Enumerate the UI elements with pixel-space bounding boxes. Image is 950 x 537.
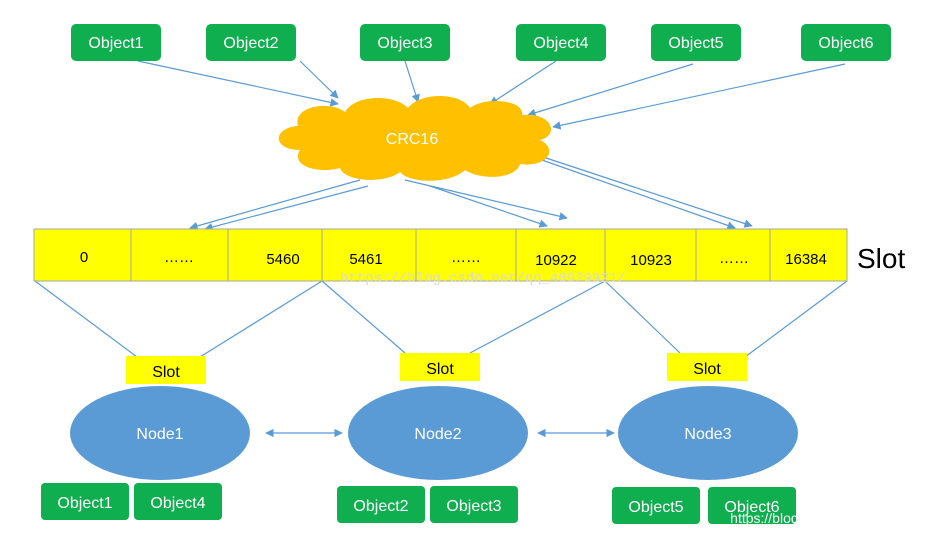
slot-cell-7: …… bbox=[719, 250, 749, 267]
arrow-crc16-slot-f bbox=[541, 159, 736, 230]
node-2-label: Node2 bbox=[414, 426, 461, 443]
node-1-object-1: Object1 bbox=[57, 495, 112, 512]
top-object-1: Object1 bbox=[71, 24, 161, 61]
slot-cell-5: 10922 bbox=[535, 252, 577, 269]
arrow-crc16-slot-d bbox=[429, 185, 548, 228]
top-object-6: Object6 bbox=[801, 24, 891, 61]
top-object-5-label: Object5 bbox=[668, 35, 723, 52]
slot-to-node-lines bbox=[34, 280, 848, 358]
arrow-crc16-slot-a bbox=[189, 179, 361, 230]
line-slot-end-node3 bbox=[744, 280, 848, 358]
top-object-5: Object5 bbox=[651, 24, 741, 61]
node-3-slot-label: Slot bbox=[693, 361, 721, 378]
slot-cell-6: 10923 bbox=[630, 252, 672, 269]
arrow-object5-crc16 bbox=[527, 63, 694, 117]
top-object-1-label: Object1 bbox=[88, 35, 143, 52]
node-3: Slot Node3 Object5 Object6 bbox=[612, 353, 798, 524]
arrow-crc16-slot-e bbox=[536, 154, 753, 228]
slot-cell-0: 0 bbox=[80, 249, 88, 266]
node-2-object-1: Object2 bbox=[353, 498, 408, 515]
line-slot-5461-node2 bbox=[321, 280, 406, 354]
top-object-4-label: Object4 bbox=[533, 35, 588, 52]
node-3-object-1: Object5 bbox=[628, 499, 683, 516]
node-1-label: Node1 bbox=[136, 426, 183, 443]
top-object-2: Object2 bbox=[206, 24, 296, 61]
node-3-object-2: Object6 bbox=[724, 499, 779, 516]
slot-cell-3: 5461 bbox=[349, 251, 382, 268]
arrow-crc16-slot-c bbox=[404, 179, 568, 221]
slot-cell-2: 5460 bbox=[266, 251, 299, 268]
watermark-text: https://blog.csdn.net/qq_40929921/ bbox=[340, 271, 626, 287]
line-slot-10923-node3 bbox=[604, 280, 681, 354]
node-2: Slot Node2 Object2 Object3 bbox=[337, 353, 528, 523]
arrow-object6-crc16 bbox=[552, 63, 846, 130]
top-object-row: Object1 Object2 Object3 Object4 Object5 … bbox=[71, 24, 891, 61]
slot-cell-4: …… bbox=[451, 249, 481, 266]
arrow-object4-crc16 bbox=[489, 60, 557, 105]
top-object-6-label: Object6 bbox=[818, 35, 873, 52]
node-1: Slot Node1 Object1 Object4 bbox=[41, 356, 250, 520]
slot-cell-8: 16384 bbox=[785, 251, 827, 268]
arrow-object2-crc16 bbox=[299, 60, 339, 99]
arrow-object1-crc16 bbox=[137, 60, 339, 107]
node-1-object-2: Object4 bbox=[150, 495, 205, 512]
slot-cell-1: …… bbox=[164, 249, 194, 266]
node-2-slot-label: Slot bbox=[426, 361, 454, 378]
crc16-cloud: CRC16 bbox=[278, 96, 552, 181]
crc16-label: CRC16 bbox=[386, 131, 439, 148]
node-1-slot-label: Slot bbox=[152, 364, 180, 381]
slot-bar-label: Slot bbox=[857, 243, 905, 274]
line-slot-10922-node2 bbox=[469, 280, 606, 354]
top-object-4: Object4 bbox=[516, 24, 606, 61]
top-object-3-label: Object3 bbox=[377, 35, 432, 52]
node-3-label: Node3 bbox=[684, 426, 731, 443]
hash-to-slot-arrows bbox=[189, 154, 753, 232]
line-slot-5460-node1 bbox=[199, 280, 323, 358]
slot-bar: 0 …… 5460 5461 …… 10922 10923 …… 16384 bbox=[33, 228, 848, 282]
top-object-3: Object3 bbox=[360, 24, 450, 61]
node-2-object-2: Object3 bbox=[446, 498, 501, 515]
footer-watermark: https://blog.csdn.net/qq_40929921 bbox=[730, 510, 945, 526]
arrow-object3-crc16 bbox=[404, 60, 420, 103]
object-to-hash-arrows bbox=[137, 60, 846, 130]
line-slot-start-node1 bbox=[34, 280, 138, 358]
arrow-crc16-slot-b bbox=[204, 185, 369, 232]
top-object-2-label: Object2 bbox=[223, 35, 278, 52]
